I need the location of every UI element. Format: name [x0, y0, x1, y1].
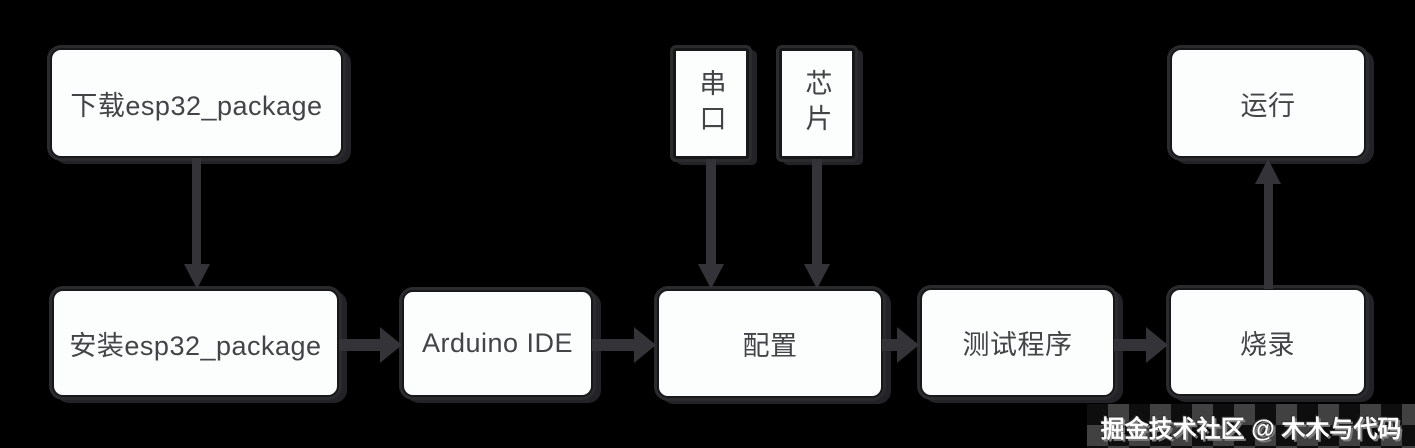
arrow-serial-to-configure-line [706, 159, 716, 266]
watermark-badge: 掘金技术社区 @ 木木与代码 [1087, 404, 1415, 448]
arrow-install-to-arduino-line [339, 339, 382, 351]
arrow-serial-to-configure-arrowhead-icon [698, 264, 724, 289]
node-install-esp32-package: 安装esp32_package [52, 289, 339, 397]
arrow-download-to-install-line [192, 158, 201, 266]
node-arduino-ide: Arduino IDE [402, 290, 593, 397]
node-chip: 芯片 [779, 48, 855, 159]
node-label: 运行 [1240, 90, 1296, 121]
node-label: 安装esp32_package [69, 330, 322, 361]
node-label: 测试程序 [962, 330, 1073, 360]
node-label: 芯片 [801, 68, 832, 139]
watermark-text: 掘金技术社区 @ 木木与代码 [1100, 415, 1402, 443]
arrow-arduino-to-configure-line [592, 339, 636, 351]
arrow-chip-to-configure-arrowhead-icon [804, 264, 830, 289]
node-serial-port: 串口 [673, 48, 749, 159]
arrow-chip-to-configure-line [812, 159, 822, 266]
node-label: 烧录 [1240, 329, 1295, 360]
node-label: 串口 [695, 68, 726, 139]
node-label: 下载esp32_package [70, 90, 323, 121]
node-configure: 配置 [657, 289, 883, 398]
arrow-download-to-install-arrowhead-icon [184, 264, 210, 289]
arrow-test-to-burn-arrowhead-icon [1146, 327, 1168, 363]
arrow-burn-to-run-line [1264, 183, 1273, 289]
node-run: 运行 [1170, 48, 1366, 158]
node-test-program: 测试程序 [920, 288, 1115, 397]
arrow-arduino-to-configure-arrowhead-icon [634, 327, 656, 363]
arrow-configure-to-test-line [882, 339, 899, 351]
node-download-esp32-package: 下载esp32_package [50, 48, 343, 158]
arrow-test-to-burn-line [1114, 339, 1148, 351]
node-label: 配置 [742, 331, 798, 361]
arrow-configure-to-test-arrowhead-icon [897, 327, 919, 363]
node-label: Arduino IDE [421, 328, 574, 358]
arrow-install-to-arduino-arrowhead-icon [380, 327, 402, 363]
arrow-burn-to-run-arrowhead-icon [1255, 159, 1281, 184]
node-burn: 烧录 [1169, 288, 1366, 396]
